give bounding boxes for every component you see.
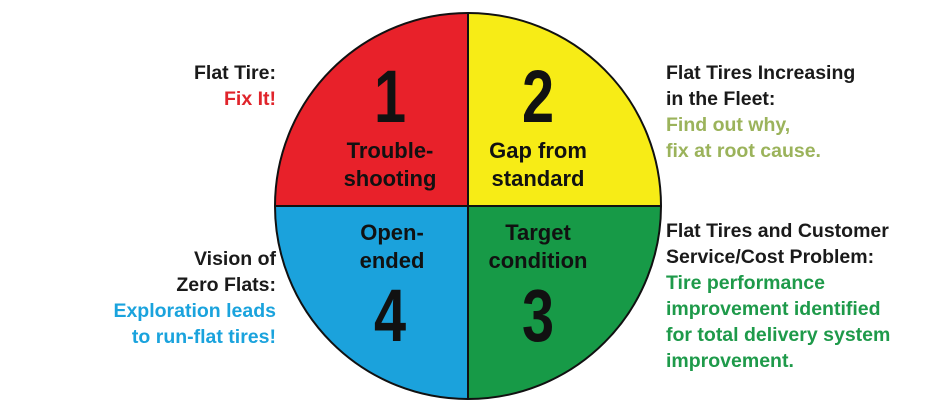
annotation-q2-detail-line-2: fix at root cause. — [666, 140, 821, 162]
annotation-q4-detail-line-1: Exploration leads — [113, 300, 276, 322]
quadrant-1-troubleshooting — [275, 13, 468, 206]
quadrant-2-label-line-2: standard — [492, 166, 585, 191]
quadrant-3-label-line-1: Target — [505, 220, 571, 245]
quadrant-2-label-line-1: Gap from — [489, 138, 587, 163]
annotation-customer-service-cost: Flat Tires and Customer Service/Cost Pro… — [666, 218, 890, 374]
quadrant-3-target-condition — [468, 206, 661, 399]
annotation-q2-title-line-2: in the Fleet: — [666, 88, 776, 110]
annotation-q3-detail-line-4: improvement. — [666, 350, 794, 372]
quadrant-4-label-line-2: ended — [360, 248, 425, 273]
annotation-q3-detail-line-2: improvement identified — [666, 298, 881, 320]
quadrant-4-open-ended — [275, 206, 468, 399]
quadrant-1-label-line-2: shooting — [344, 166, 437, 191]
annotation-q2-title-line-1: Flat Tires Increasing — [666, 62, 856, 84]
annotation-q3-detail-line-3: for total delivery system — [666, 324, 891, 346]
annotation-vision-of-zero-flats: Vision of Zero Flats: Exploration leads … — [113, 246, 276, 350]
annotation-q4-detail-line-2: to run-flat tires! — [131, 326, 276, 348]
quadrant-3-label-line-2: condition — [489, 248, 588, 273]
annotation-flat-tire: Flat Tire: Fix It! — [194, 60, 276, 112]
annotation-q1-title: Flat Tire: — [194, 62, 276, 84]
quadrant-2-number: 2 — [522, 56, 554, 139]
annotation-q3-detail-line-1: Tire performance — [666, 272, 825, 294]
annotation-q3-title-line-1: Flat Tires and Customer — [666, 220, 889, 242]
annotation-flat-tires-increasing: Flat Tires Increasing in the Fleet: Find… — [666, 60, 855, 164]
quadrant-3-number: 3 — [522, 275, 554, 358]
annotation-q2-detail-line-1: Find out why, — [666, 114, 791, 136]
annotation-q4-title-line-1: Vision of — [194, 248, 276, 270]
annotation-q1-detail: Fix It! — [224, 88, 276, 110]
annotation-q3-title-line-2: Service/Cost Problem: — [666, 246, 875, 268]
quadrant-4-label-line-1: Open- — [360, 220, 424, 245]
quadrant-1-label-line-1: Trouble- — [347, 138, 434, 163]
quadrant-1-number: 1 — [374, 56, 406, 139]
quadrant-2-gap-from-standard — [468, 13, 661, 206]
quadrant-4-number: 4 — [374, 275, 406, 358]
annotation-q4-title-line-2: Zero Flats: — [176, 274, 276, 296]
